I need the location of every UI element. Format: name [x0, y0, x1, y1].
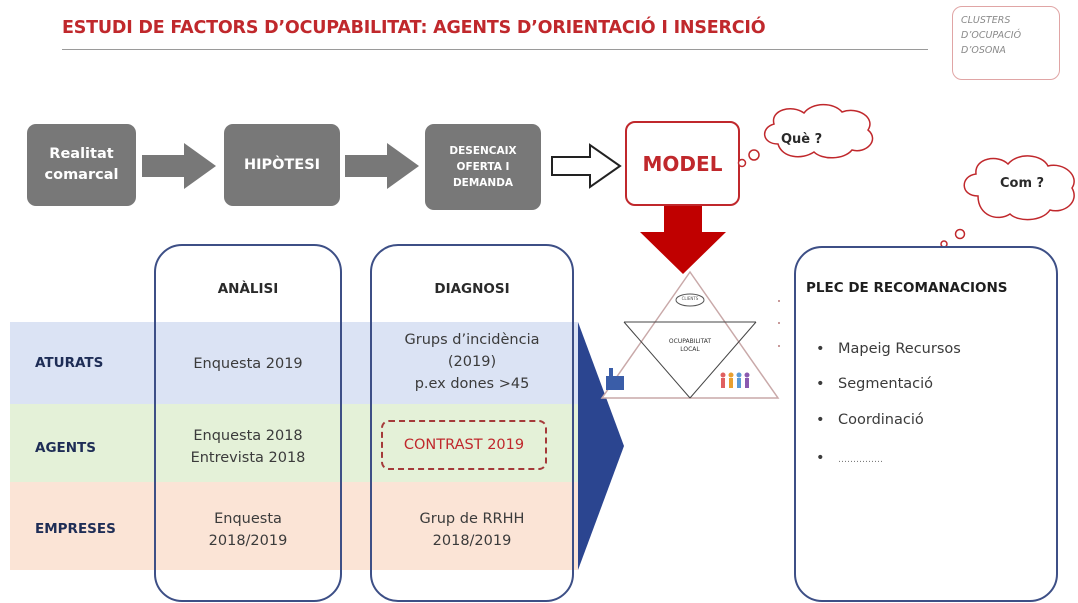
red-down-arrow-icon: [640, 206, 726, 274]
dot-connector: [778, 345, 780, 347]
row-label-empreses: EMPRESES: [35, 521, 116, 537]
panel-plec-recomanacions: [794, 246, 1058, 602]
panel-analisi: [154, 244, 342, 602]
brand-badge: CLUSTERS D’OCUPACIÓ D’OSONA: [952, 6, 1060, 80]
contrast-highlight: CONTRAST 2019: [381, 420, 547, 470]
diagram-center-line: LOCAL: [680, 346, 700, 353]
step-line: DESENCAIX: [449, 145, 517, 157]
title-divider: [62, 49, 928, 50]
cell-line: Enquesta 2019: [193, 356, 303, 372]
brand-line: CLUSTERS: [961, 15, 1011, 26]
step-hipotesi: HIPÒTESI: [224, 124, 340, 206]
dot-connector: [778, 300, 780, 302]
row-label-agents: AGENTS: [35, 440, 96, 456]
plec-title: PLEC DE RECOMANACIONS: [806, 280, 1008, 296]
column-heading-diagnosi: DIAGNOSI: [434, 281, 510, 297]
step-line: comarcal: [44, 167, 119, 183]
column-heading-analisi: ANÀLISI: [217, 281, 279, 297]
thought-cloud-que: [737, 103, 874, 168]
plec-list-item: • Coordinació: [816, 412, 924, 428]
cell-line: Entrevista 2018: [190, 450, 306, 466]
plec-item-label: Coordinació: [838, 412, 924, 428]
diagram-top-label: CLIENTS: [681, 296, 699, 301]
brand-line: D’OSONA: [961, 45, 1006, 56]
bullet-icon: •: [816, 341, 825, 357]
ocupabilitat-model-diagram: [600, 270, 780, 399]
plec-list-item: • Segmentació: [816, 376, 933, 392]
row-band-empreses: [10, 482, 578, 570]
bullet-icon: •: [816, 412, 825, 428]
cloud-label-com: Com ?: [1000, 176, 1045, 191]
cell-diagnosi-empreses: Grup de RRHH 2018/2019: [370, 508, 574, 552]
bullet-icon: •: [816, 450, 825, 466]
row-band-aturats: [10, 322, 578, 404]
contrast-label: CONTRAST 2019: [403, 437, 525, 453]
page-title: ESTUDI DE FACTORS D’OCUPABILITAT: AGENTS…: [62, 18, 766, 38]
thought-cloud-com: [940, 155, 1075, 248]
plec-item-label: ……………: [838, 455, 883, 465]
navy-chevron-arrow: [578, 322, 624, 570]
panel-diagnosi: [370, 244, 574, 602]
cell-line: (2019): [447, 354, 497, 370]
dot-connector: [778, 322, 780, 324]
cell-line: Enquesta: [214, 511, 282, 527]
cell-analisi-agents: Enquesta 2018 Entrevista 2018: [154, 425, 342, 469]
cell-line: Grup de RRHH: [419, 511, 525, 527]
model-box: MODEL: [625, 121, 740, 206]
plec-list-item: • Mapeig Recursos: [816, 341, 961, 357]
step-line: DEMANDA: [452, 177, 514, 189]
cell-diagnosi-aturats: Grups d’incidència (2019) p.ex dones >45: [370, 329, 574, 395]
bullet-icon: •: [816, 376, 825, 392]
step-label: HIPÒTESI: [243, 157, 321, 173]
cloud-label-que: Què ?: [781, 132, 823, 147]
cell-line: Grups d’incidència: [404, 332, 540, 348]
plec-item-label: Mapeig Recursos: [838, 341, 961, 357]
step-line: Realitat: [49, 146, 114, 162]
plec-item-label: Segmentació: [838, 376, 934, 392]
cell-analisi-empreses: Enquesta 2018/2019: [154, 508, 342, 552]
diagram-center-label: OCUPABILITAT LOCAL: [650, 338, 730, 354]
diagram-center-line: OCUPABILITAT: [668, 338, 712, 345]
step-desencaix: DESENCAIX OFERTA I DEMANDA: [425, 124, 541, 210]
outline-arrow-right-icon: [551, 143, 622, 189]
row-label-aturats: ATURATS: [35, 355, 104, 371]
cell-line: Enquesta 2018: [193, 428, 303, 444]
cell-analisi-aturats: Enquesta 2019: [154, 353, 342, 375]
model-label: MODEL: [642, 151, 723, 176]
cell-line: 2018/2019: [208, 533, 288, 549]
gray-arrow-right-icon: [345, 143, 419, 189]
step-realitat-comarcal: Realitat comarcal: [27, 124, 136, 206]
step-line: OFERTA I: [456, 161, 510, 173]
cell-line: p.ex dones >45: [414, 376, 530, 392]
brand-line: D’OCUPACIÓ: [961, 30, 1022, 41]
gray-arrow-right-icon: [142, 143, 216, 189]
plec-list-item: • ……………: [816, 450, 883, 466]
cell-line: 2018/2019: [432, 533, 512, 549]
